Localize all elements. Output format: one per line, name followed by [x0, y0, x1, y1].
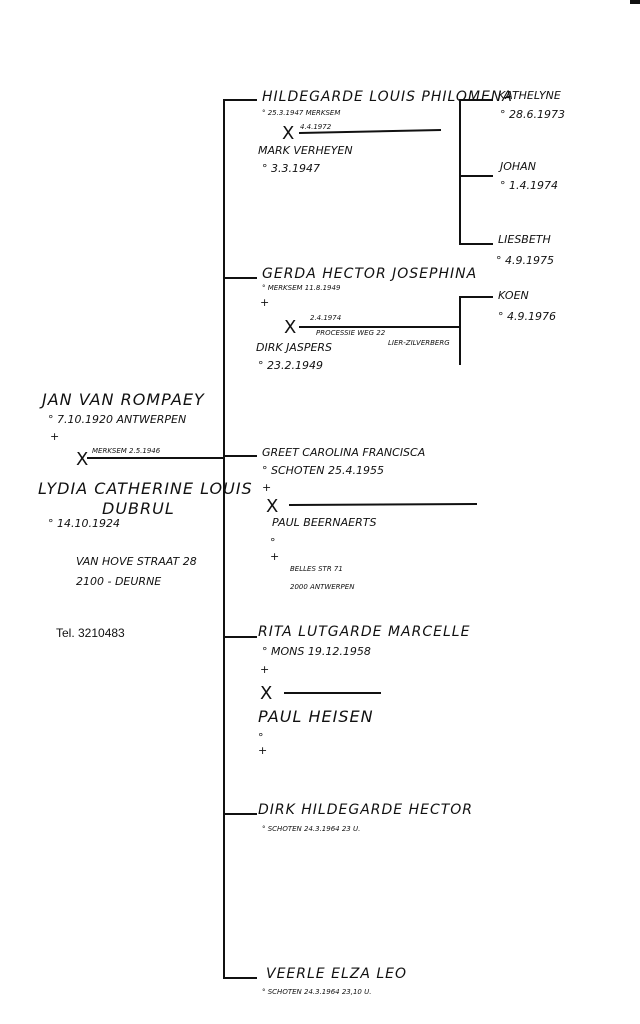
parents-address-street: VAN HOVE STRAAT 28	[76, 555, 197, 568]
child2-birth: ° MERKSEM 11.8.1949	[262, 284, 341, 292]
child6-name: VEERLE ELZA LEO	[266, 966, 408, 982]
grandchild1-birth: ° 28.6.1973	[500, 108, 565, 121]
corner-mark	[630, 0, 640, 4]
child1-spouse: MARK VERHEYEN	[258, 144, 353, 157]
child5-name: DIRK HILDEGARDE HECTOR	[258, 802, 474, 818]
child4-marriage-symbol: X	[260, 683, 273, 704]
mother-name: LYDIA CATHERINE LOUIS	[38, 479, 253, 498]
child3-spouse-death: +	[270, 550, 280, 563]
child3-marriage-line	[288, 502, 478, 507]
child2-death: +	[260, 296, 270, 309]
child2-marriage-note: PROCESSIE WEG 22	[316, 329, 386, 337]
child3-name: GREET CAROLINA FRANCISCA	[262, 446, 426, 459]
child3-marriage-symbol: X	[266, 496, 279, 517]
child3-spouse-birth: °	[270, 536, 276, 549]
child2-marriage-symbol: X	[284, 317, 297, 338]
child1-marriage-line	[298, 128, 442, 135]
parents-marriage-symbol: X	[76, 449, 89, 470]
child4-spouse: PAUL HEISEN	[258, 707, 374, 726]
child3-address-street: BELLES STR 71	[290, 565, 343, 573]
mother-birth: ° 14.10.1924	[48, 517, 120, 530]
child1-marriage-symbol: X	[282, 123, 295, 144]
child5-birth: ° SCHOTEN 24.3.1964 23 U.	[262, 825, 361, 833]
child4-spouse-birth: °	[258, 731, 264, 744]
child3-address-city: 2000 ANTWERPEN	[290, 583, 355, 591]
child2-spouse-birth: ° 23.2.1949	[258, 359, 323, 372]
father-death: +	[50, 430, 60, 443]
father-birth: ° 7.10.1920 ANTWERPEN	[48, 413, 187, 426]
grandchild2-name: JOHAN	[500, 160, 536, 173]
child4-death: +	[260, 663, 270, 676]
child2-name: GERDA HECTOR JOSEPHINA	[262, 266, 478, 282]
child4-birth: ° MONS 19.12.1958	[262, 645, 371, 658]
grandchild3-name: LIESBETH	[498, 233, 551, 246]
child1-marriage-date: 4.4.1972	[300, 123, 332, 131]
parents-marriage-date: MERKSEM 2.5.1946	[92, 447, 161, 455]
grandchild4-name: KOEN	[498, 289, 529, 302]
child1-birth: ° 25.3.1947 MERKSEM	[262, 109, 341, 117]
grandchild1-name: KATHELYNE	[498, 89, 561, 102]
child4-name: RITA LUTGARDE MARCELLE	[258, 624, 471, 640]
grandchild2-birth: ° 1.4.1974	[500, 179, 558, 192]
child3-spouse: PAUL BEERNAERTS	[272, 516, 377, 529]
child6-birth: ° SCHOTEN 24.3.1964 23,10 U.	[262, 988, 372, 996]
child4-spouse-death: +	[258, 744, 268, 757]
grandchild3-birth: ° 4.9.1975	[496, 254, 554, 267]
child2-marriage-note2: LIER-ZILVERBERG	[388, 339, 450, 347]
grandchild4-birth: ° 4.9.1976	[498, 310, 556, 323]
parents-address-city: 2100 - DEURNE	[76, 575, 162, 588]
child3-death: +	[262, 481, 272, 494]
father-name: JAN VAN ROMPAEY	[42, 390, 205, 409]
child3-birth: ° SCHOTEN 25.4.1955	[262, 464, 384, 477]
child1-name: HILDEGARDE LOUIS PHILOMENA	[262, 89, 513, 105]
mother-surname: DUBRUL	[102, 499, 175, 518]
child2-marriage-date: 2.4.1974	[310, 314, 342, 322]
child1-spouse-birth: ° 3.3.1947	[262, 162, 320, 175]
child2-spouse: DIRK JASPERS	[256, 341, 333, 354]
parents-phone: Tel. 3210483	[56, 626, 125, 640]
